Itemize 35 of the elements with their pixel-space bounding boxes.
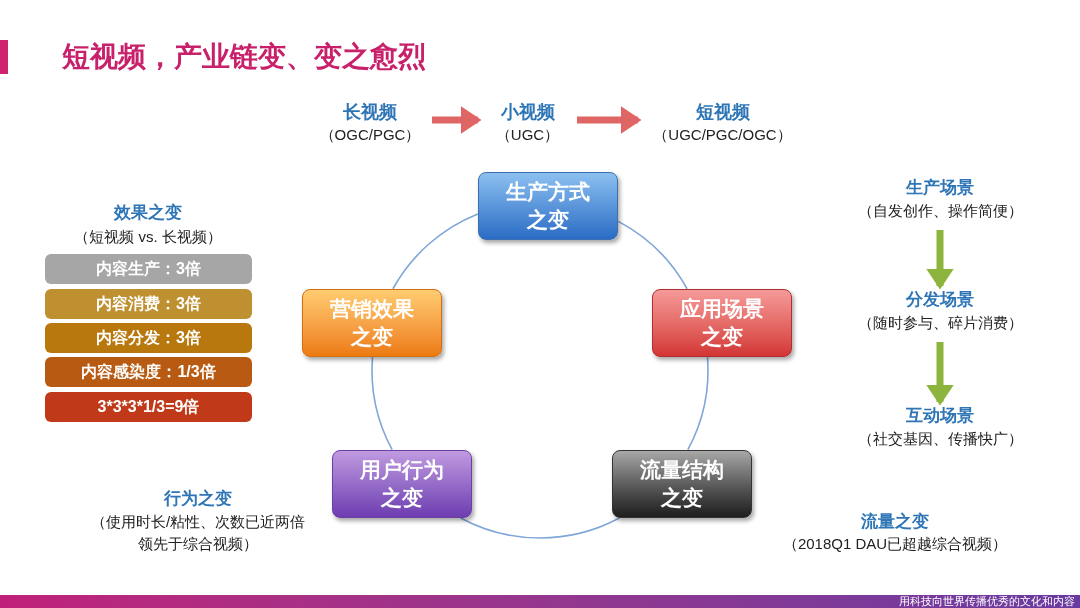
stage-note: （随时参与、碎片消费） xyxy=(857,313,1023,333)
footer-slogan: 用科技向世界传播优秀的文化和内容 xyxy=(898,595,1075,608)
stage-note: （UGC） xyxy=(495,125,560,145)
section-heading: 流量之变 xyxy=(860,511,930,533)
stage-note: （自发创作、操作简便） xyxy=(857,201,1023,221)
metric-bar: 内容生产：3倍 xyxy=(45,254,252,284)
change-box: 用户行为之变 xyxy=(332,450,472,518)
stage-note: （UGC/PGC/OGC） xyxy=(653,125,792,145)
stage-note: （OGC/PGC） xyxy=(319,125,421,145)
ring-arc xyxy=(459,517,621,539)
change-box: 生产方式之变 xyxy=(478,172,618,240)
slide-title: 短视频，产业链变、变之愈烈 xyxy=(62,39,426,75)
change-box: 应用场景之变 xyxy=(652,289,792,357)
stage-heading: 小视频 xyxy=(500,101,555,124)
stage-heading: 长视频 xyxy=(343,101,397,124)
ring-arc xyxy=(617,220,688,290)
stage-note: （社交基因、传播快广） xyxy=(857,429,1023,449)
stage-heading: 短视频 xyxy=(695,101,750,124)
stage-heading: 生产场景 xyxy=(906,177,974,199)
change-box: 营销效果之变 xyxy=(302,289,442,357)
section-heading: 效果之变 xyxy=(113,202,183,224)
metric-bar: 3*3*3*1/3=9倍 xyxy=(45,392,252,422)
section-heading: 行为之变 xyxy=(163,488,233,510)
section-subtitle: （短视频 vs. 长视频） xyxy=(73,227,223,247)
section-description: （2018Q1 DAU已超越综合视频） xyxy=(781,534,1009,554)
metric-bar: 内容消费：3倍 xyxy=(45,289,252,319)
stage-heading: 互动场景 xyxy=(906,405,974,427)
ring-arc xyxy=(392,213,479,290)
ring-arc xyxy=(371,356,393,451)
section-description: （使用时长/粘性、次数已近两倍领先于综合视频） xyxy=(89,512,307,554)
stage-heading: 分发场景 xyxy=(906,289,974,311)
change-box: 流量结构之变 xyxy=(612,450,752,518)
ring-arc xyxy=(687,356,709,451)
metric-bar: 内容感染度：1/3倍 xyxy=(45,357,252,387)
metric-bar: 内容分发：3倍 xyxy=(45,323,252,353)
